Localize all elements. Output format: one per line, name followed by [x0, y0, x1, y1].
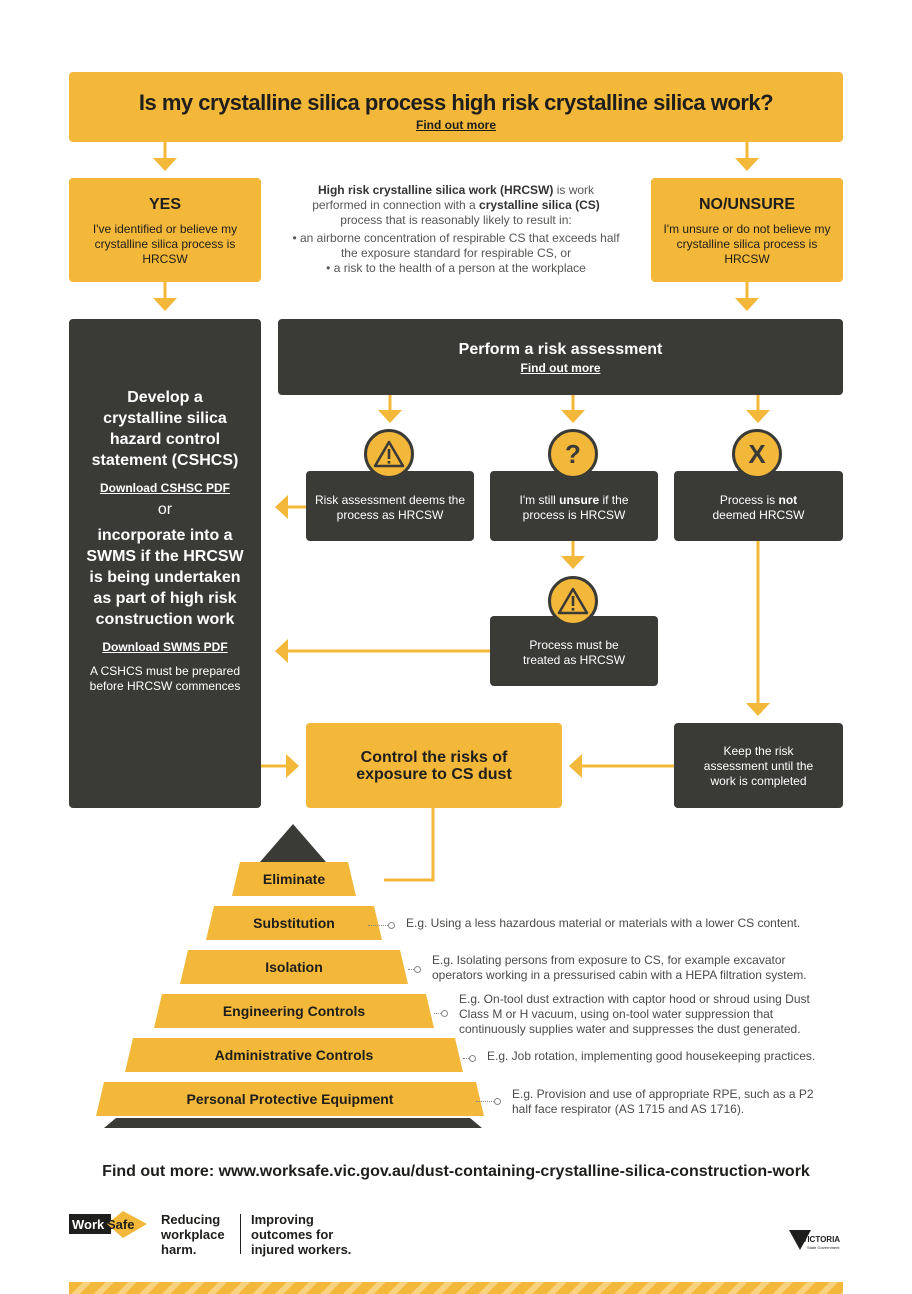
cross-icon: X	[732, 429, 782, 479]
deems-hrcsw-text: Risk assessment deems the process as HRC…	[314, 493, 466, 522]
treated-hrcsw-text: Process must be treated as HRCSW	[522, 638, 626, 667]
control-risks-box: Control the risks of exposure to CS dust	[306, 723, 562, 808]
swms-heading: incorporate into a SWMS if the HRCSW is …	[86, 527, 244, 628]
logo-safe-text: Safe	[107, 1217, 135, 1232]
example-leader-line	[476, 1101, 494, 1102]
victoria-logo: VICTORIA State Government	[789, 1228, 845, 1258]
slogan-divider	[240, 1214, 241, 1254]
victoria-subtext: State Government	[807, 1245, 840, 1250]
definition-bullet-2: • a risk to the health of a person at th…	[326, 261, 586, 275]
hierarchy-example: E.g. Isolating persons from exposure to …	[432, 953, 807, 982]
cross-glyph: X	[748, 438, 766, 469]
hierarchy-level: Eliminate	[232, 862, 356, 896]
hierarchy-level: Administrative Controls	[125, 1038, 463, 1072]
keep-assessment-text: Keep the risk assessment until the work …	[703, 744, 814, 788]
question-glyph: ?	[565, 438, 581, 469]
hrcsw-definition: High risk crystalline silica work (HRCSW…	[290, 183, 622, 276]
unsure-text-bold: unsure	[559, 493, 600, 507]
yes-box: YES I've identified or believe my crysta…	[69, 178, 261, 282]
question-mark-icon: ?	[548, 429, 598, 479]
not-text-post: deemed HRCSW	[712, 508, 805, 522]
warning-triangle-icon	[548, 576, 598, 626]
hierarchy-level: Isolation	[180, 950, 408, 984]
example-leader-line	[368, 925, 388, 926]
hierarchy-level: Substitution	[206, 906, 382, 940]
example-bullet-dot	[494, 1098, 501, 1105]
example-bullet-dot	[388, 922, 395, 929]
yes-title: YES	[148, 196, 181, 213]
no-unsure-text: I'm unsure or do not believe my crystall…	[663, 222, 831, 266]
hierarchy-example: E.g. Using a less hazardous material or …	[406, 916, 801, 930]
example-leader-line	[463, 1058, 469, 1059]
risk-assessment-box: Perform a risk assessment Find out more	[278, 319, 843, 395]
not-text-bold: not	[778, 493, 798, 507]
no-unsure-title: NO/UNSURE	[698, 196, 795, 213]
warning-triangle-icon	[364, 429, 414, 479]
definition-line3: process that is reasonably likely to res…	[340, 213, 572, 227]
slogan-improving: Improving outcomes for injured workers.	[251, 1212, 352, 1257]
header-find-out-more-link[interactable]: Find out more	[416, 118, 496, 132]
cshcs-heading: Develop a crystalline silica hazard cont…	[91, 389, 239, 469]
hierarchy-level: Engineering Controls	[154, 994, 434, 1028]
no-unsure-box: NO/UNSURE I'm unsure or do not believe m…	[651, 178, 843, 282]
example-leader-line	[408, 969, 414, 970]
hazard-control-panel: Develop a crystalline silica hazard cont…	[69, 319, 261, 808]
hierarchy-example: E.g. Job rotation, implementing good hou…	[487, 1049, 816, 1063]
example-bullet-dot	[441, 1010, 448, 1017]
deems-hrcsw-box: Risk assessment deems the process as HRC…	[306, 471, 474, 541]
yes-text: I've identified or believe my crystallin…	[92, 222, 238, 266]
definition-cs-term: crystalline silica (CS)	[479, 198, 600, 212]
footer-find-out-more[interactable]: Find out more: www.worksafe.vic.gov.au/d…	[102, 1163, 810, 1180]
definition-line2: performed in connection with a	[312, 198, 480, 212]
definition-line1: is work	[553, 183, 595, 197]
keep-assessment-box: Keep the risk assessment until the work …	[674, 723, 843, 808]
treated-hrcsw-box: Process must be treated as HRCSW	[490, 616, 658, 686]
download-swms-pdf-link[interactable]: Download SWMS PDF	[102, 640, 228, 654]
victoria-wordmark: VICTORIA	[802, 1235, 841, 1244]
logo-work-text: Work	[72, 1217, 105, 1232]
hazard-stripe-bar	[69, 1282, 843, 1294]
risk-assessment-title: Perform a risk assessment	[458, 341, 663, 358]
still-unsure-box: I'm still unsure if the process is HRCSW	[490, 471, 658, 541]
example-bullet-dot	[469, 1055, 476, 1062]
page-title: Is my crystalline silica process high ri…	[138, 90, 774, 115]
download-cshsc-pdf-link[interactable]: Download CSHSC PDF	[99, 481, 230, 495]
example-bullet-dot	[414, 966, 421, 973]
unsure-text-pre: I'm still	[519, 493, 560, 507]
risk-find-out-more-link[interactable]: Find out more	[520, 361, 601, 375]
cshcs-note: A CSHCS must be prepared before HRCSW co…	[89, 664, 241, 693]
worksafe-logo: Work Safe	[69, 1211, 147, 1239]
slogan-reducing: Reducing workplace harm.	[161, 1212, 225, 1257]
example-leader-line	[434, 1013, 441, 1014]
not-hrcsw-box: Process is not deemed HRCSW	[674, 471, 843, 541]
definition-term: High risk crystalline silica work (HRCSW…	[317, 183, 554, 197]
unsure-text-post: if the process is HRCSW	[522, 493, 629, 522]
hierarchy-example: E.g. Provision and use of appropriate RP…	[512, 1087, 814, 1116]
hierarchy-level: Personal Protective Equipment	[96, 1082, 484, 1116]
or-text: or	[157, 501, 173, 518]
hierarchy-example: E.g. On-tool dust extraction with captor…	[459, 992, 810, 1036]
control-risks-title: Control the risks of exposure to CS dust	[356, 749, 512, 783]
definition-bullet-1: • an airborne concentration of respirabl…	[292, 231, 620, 260]
header-banner: Is my crystalline silica process high ri…	[69, 72, 843, 142]
not-text-pre: Process is	[719, 493, 779, 507]
